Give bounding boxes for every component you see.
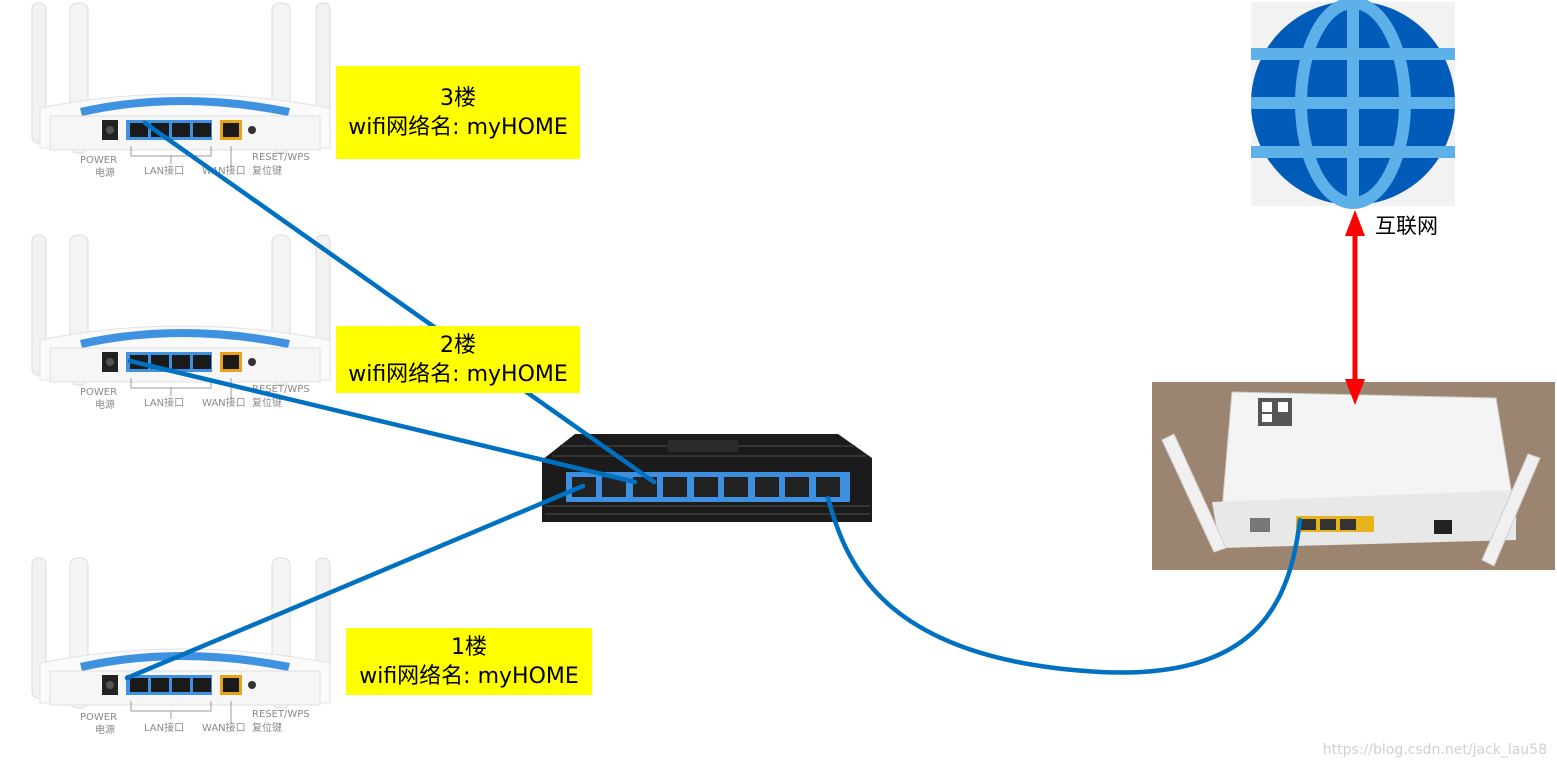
optical-modem xyxy=(1152,382,1555,570)
power-port-label: POWER xyxy=(80,712,117,723)
floor-label-1f: 1楼 wifi网络名: myHOME xyxy=(346,628,592,695)
internet-link-arrow xyxy=(1345,210,1365,405)
floor-name: 3楼 xyxy=(440,85,476,111)
floor-name: 2楼 xyxy=(440,332,476,358)
router-1f: POWER 电源 LAN接口 WAN接口 RESET/WPS 复位键 xyxy=(31,557,331,736)
globe-icon xyxy=(1251,0,1455,209)
router-icon xyxy=(31,557,331,724)
lan-port-label: LAN接口 xyxy=(144,396,184,409)
wan-port-label: WAN接口 xyxy=(202,164,246,177)
power-port-label: POWER xyxy=(80,387,117,398)
cable-switch-modem xyxy=(825,495,1303,675)
router-2f: POWER 电源 LAN接口 WAN接口 RESET/WPS 复位键 xyxy=(31,234,331,411)
floor-label-2f: 2楼 wifi网络名: myHOME xyxy=(336,326,580,393)
wifi-name: wifi网络名: myHOME xyxy=(348,361,568,387)
router-3f: POWER 电源 LAN接口 WAN接口 RESET/WPS 复位键 xyxy=(31,2,331,179)
cable-switch-3f xyxy=(142,120,657,485)
wan-port-label: WAN接口 xyxy=(202,721,246,734)
internet-label: 互联网 xyxy=(1375,214,1438,238)
lan-port-label: LAN接口 xyxy=(144,164,184,177)
power-port-label: POWER xyxy=(80,155,117,166)
watermark: https://blog.csdn.net/jack_lau58 xyxy=(1322,742,1547,758)
reset-port-label: RESET/WPS xyxy=(252,384,310,395)
cable-switch-2f xyxy=(127,358,638,485)
power-port-label-cn: 电源 xyxy=(95,398,115,411)
cables xyxy=(124,120,1303,681)
reset-port-label: RESET/WPS xyxy=(252,152,310,163)
power-port-label-cn: 电源 xyxy=(95,723,115,736)
floor-name: 1楼 xyxy=(451,634,487,660)
wan-port-label: WAN接口 xyxy=(202,396,246,409)
router-icon xyxy=(31,2,331,169)
switch-logo xyxy=(668,440,738,452)
reset-port-label: RESET/WPS xyxy=(252,709,310,720)
reset-port-label-cn: 复位键 xyxy=(252,396,282,409)
switch xyxy=(542,434,872,522)
wifi-name: wifi网络名: myHOME xyxy=(359,663,579,689)
power-port-label-cn: 电源 xyxy=(95,166,115,179)
lan-port-label: LAN接口 xyxy=(144,721,184,734)
floor-label-3f: 3楼 wifi网络名: myHOME xyxy=(336,66,580,159)
cable-switch-1f xyxy=(124,483,586,681)
reset-port-label-cn: 复位键 xyxy=(252,164,282,177)
reset-port-label-cn: 复位键 xyxy=(252,721,282,734)
wifi-name: wifi网络名: myHOME xyxy=(348,114,568,140)
